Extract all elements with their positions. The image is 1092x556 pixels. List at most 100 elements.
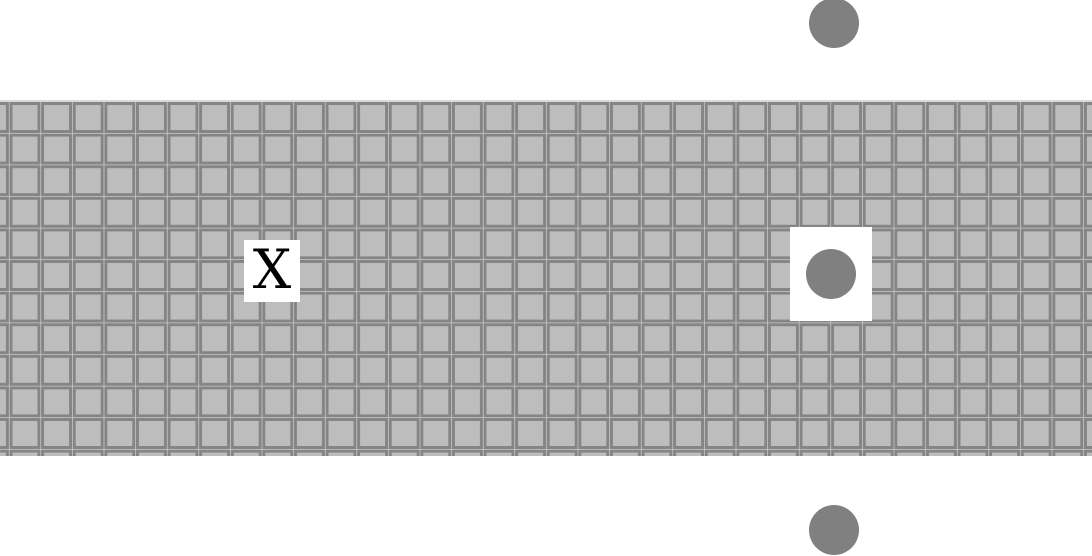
floor-tile	[1055, 294, 1081, 320]
floor-tile	[138, 357, 164, 383]
floor-tile	[802, 421, 828, 446]
floor-tile	[865, 199, 891, 225]
floor-tile	[391, 389, 417, 415]
floor-tile	[928, 357, 954, 383]
floor-tile	[612, 263, 638, 288]
floor-tile	[770, 105, 796, 130]
floor-tile	[770, 357, 796, 383]
floor-tile	[1055, 389, 1081, 415]
floor-tile	[202, 421, 228, 446]
floor-tile	[170, 294, 196, 320]
floor-tile	[1023, 452, 1049, 456]
floor-tile	[12, 199, 38, 225]
floor-tile	[107, 263, 133, 288]
floor-tile	[739, 199, 765, 225]
floor-tile	[960, 452, 986, 456]
floor-tile	[1055, 452, 1081, 456]
floor-tile	[549, 199, 575, 225]
floor-tile	[75, 199, 101, 225]
floor-tile	[865, 326, 891, 352]
floor-tile	[296, 326, 322, 352]
floor-tile	[581, 326, 607, 352]
floor-tile	[138, 452, 164, 456]
floor-tile	[676, 389, 702, 415]
floor-tile	[928, 199, 954, 225]
floor-tile	[928, 168, 954, 194]
floor-tile	[0, 231, 6, 257]
floor-tile	[834, 357, 860, 383]
floor-tile	[107, 421, 133, 446]
floor-tile	[328, 136, 354, 162]
bottom-circle-token[interactable]	[809, 505, 859, 555]
floor-tile	[360, 168, 386, 194]
floor-tile	[328, 199, 354, 225]
floor-tile	[138, 326, 164, 352]
floor-tile	[202, 389, 228, 415]
floor-tile	[549, 231, 575, 257]
floor-tile	[676, 357, 702, 383]
floor-tile	[360, 263, 386, 288]
floor-tile	[834, 105, 860, 130]
floor-tile	[265, 421, 291, 446]
floor-tile	[992, 105, 1018, 130]
floor-tile	[992, 452, 1018, 456]
floor-tile	[202, 294, 228, 320]
floor-tile	[486, 136, 512, 162]
player-cell[interactable]	[790, 227, 872, 321]
floor-tile	[518, 452, 544, 456]
floor-tile	[549, 389, 575, 415]
floor-tile	[454, 105, 480, 130]
floor-tile	[328, 105, 354, 130]
floor-tile	[770, 421, 796, 446]
floor-tile	[865, 105, 891, 130]
floor-tile	[44, 136, 70, 162]
floor-tile	[549, 357, 575, 383]
floor-tile	[770, 168, 796, 194]
floor-tile	[360, 199, 386, 225]
floor-tile	[581, 136, 607, 162]
floor-tile	[897, 168, 923, 194]
floor-tile	[170, 199, 196, 225]
floor-tile	[1023, 168, 1049, 194]
floor-tile	[1086, 168, 1092, 194]
floor-tile	[423, 168, 449, 194]
top-circle-token[interactable]	[809, 0, 859, 48]
floor-tile	[518, 357, 544, 383]
floor-tile	[707, 357, 733, 383]
floor-tile	[928, 263, 954, 288]
floor-tile	[296, 168, 322, 194]
floor-tile	[75, 389, 101, 415]
floor-tile	[360, 357, 386, 383]
floor-tile	[202, 263, 228, 288]
game-board: X	[0, 100, 1092, 456]
floor-tile	[138, 263, 164, 288]
floor-tile	[296, 199, 322, 225]
floor-tile	[581, 199, 607, 225]
floor-tile	[107, 199, 133, 225]
floor-tile	[644, 231, 670, 257]
floor-tile	[454, 357, 480, 383]
floor-tile	[0, 389, 6, 415]
floor-tile	[644, 389, 670, 415]
floor-tile	[454, 231, 480, 257]
floor-tile	[0, 452, 6, 456]
floor-tile	[1086, 357, 1092, 383]
floor-tile	[0, 263, 6, 288]
floor-tile	[1055, 326, 1081, 352]
floor-tile	[1023, 421, 1049, 446]
floor-tile	[928, 389, 954, 415]
floor-tile	[676, 199, 702, 225]
floor-tile	[1086, 136, 1092, 162]
floor-tile	[296, 231, 322, 257]
floor-tile	[328, 326, 354, 352]
floor-tile	[454, 199, 480, 225]
floor-tile	[107, 105, 133, 130]
floor-tile	[897, 231, 923, 257]
floor-tile	[138, 168, 164, 194]
floor-tile	[707, 326, 733, 352]
floor-tile	[834, 452, 860, 456]
floor-tile	[12, 263, 38, 288]
floor-tile	[12, 326, 38, 352]
floor-tile	[423, 105, 449, 130]
x-marker-cell[interactable]: X	[244, 240, 300, 302]
